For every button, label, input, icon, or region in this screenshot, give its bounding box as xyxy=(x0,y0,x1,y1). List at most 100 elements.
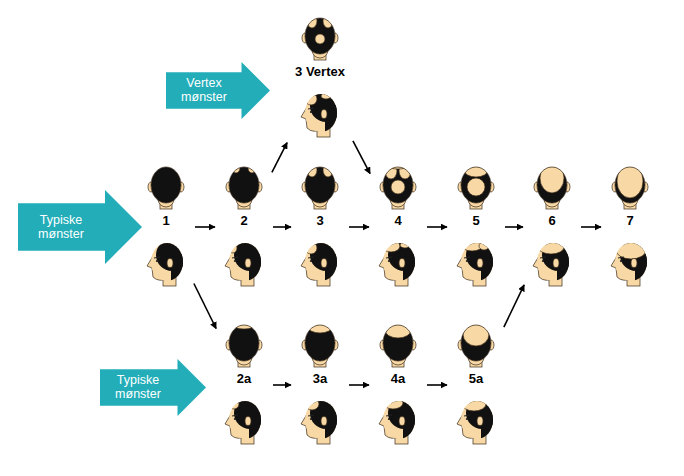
hair xyxy=(151,167,181,203)
side-view-head xyxy=(225,239,266,286)
stage-node: 6 xyxy=(525,163,579,291)
side-view-head xyxy=(379,239,420,286)
head-part xyxy=(234,260,236,262)
head-part xyxy=(229,243,237,253)
head-part xyxy=(321,110,327,119)
stage-node: 2 xyxy=(217,163,271,291)
hair xyxy=(305,14,335,54)
head-part xyxy=(229,325,259,361)
stage-number: 1 xyxy=(139,213,193,229)
hair xyxy=(616,239,652,282)
head-part xyxy=(156,260,158,262)
hair xyxy=(229,321,259,361)
side-view-head xyxy=(457,397,498,444)
head-part xyxy=(400,242,410,248)
top-view-head xyxy=(302,321,338,367)
head-part xyxy=(537,167,567,203)
head-part xyxy=(462,397,486,411)
flow-arrow xyxy=(273,226,291,228)
head-part xyxy=(305,18,335,54)
stage-node: 1 xyxy=(139,163,193,291)
pointer-label: Typiske mønster xyxy=(106,373,170,401)
eyebrow xyxy=(386,257,392,258)
flow-arrow xyxy=(505,226,523,228)
head-part xyxy=(305,398,319,410)
hair-back xyxy=(403,412,417,440)
eyebrow xyxy=(464,415,470,416)
head-part xyxy=(151,167,181,203)
top-view-head xyxy=(612,164,648,209)
head-part xyxy=(466,260,468,262)
flow-arrow xyxy=(195,226,215,228)
top-view-head xyxy=(302,14,338,60)
hair xyxy=(305,397,342,440)
stage-number: 4 xyxy=(371,213,425,229)
hair xyxy=(305,239,342,282)
eyebrow xyxy=(308,108,314,109)
hair-back xyxy=(325,254,339,282)
flow-arrow xyxy=(581,226,601,228)
stage-node: 3 Vertex xyxy=(288,14,352,142)
head-part xyxy=(616,241,646,259)
head-part xyxy=(617,164,643,198)
arrow-fill xyxy=(166,62,270,119)
stage-number: 5a xyxy=(449,371,503,387)
head-part xyxy=(305,325,335,361)
flow-arrow xyxy=(272,143,287,173)
hair-back xyxy=(249,412,263,440)
pointer-label: Typiske mønster xyxy=(24,213,98,241)
pointer-arrow: Vertex mønster xyxy=(166,62,270,119)
hair xyxy=(229,397,266,440)
flow-arrow xyxy=(353,141,370,174)
eyebrow xyxy=(540,257,546,258)
head-part xyxy=(310,260,312,262)
head-part xyxy=(631,259,637,268)
head-part xyxy=(315,34,325,44)
stage-number: 2 xyxy=(217,213,271,229)
head-part xyxy=(305,242,317,254)
head-part xyxy=(461,167,491,203)
head-part xyxy=(383,325,413,361)
hair xyxy=(537,163,567,203)
eyebrow xyxy=(308,415,314,416)
flow-arrow xyxy=(504,285,524,327)
head-part xyxy=(310,418,312,420)
pointer-label: Vertex mønster xyxy=(172,76,236,104)
head-part xyxy=(463,322,489,346)
top-view-head xyxy=(380,163,416,209)
head-part xyxy=(245,417,251,426)
head-part xyxy=(540,163,564,193)
stage-number: 3 xyxy=(293,213,347,229)
side-view-head xyxy=(225,397,266,444)
head-part xyxy=(321,417,327,426)
hair-back xyxy=(481,254,495,282)
head-part xyxy=(234,418,236,420)
head-part xyxy=(245,259,251,268)
hair xyxy=(383,163,413,203)
side-view-head xyxy=(147,239,188,286)
hair-back xyxy=(557,254,571,282)
flow-arrow xyxy=(349,384,369,386)
head-part xyxy=(305,18,335,54)
hair xyxy=(615,164,645,203)
eyebrow xyxy=(464,257,470,258)
hair xyxy=(382,239,420,282)
side-view-head xyxy=(611,239,652,286)
hair-back xyxy=(481,412,495,440)
head-part xyxy=(305,167,335,203)
flow-arrow xyxy=(427,384,447,386)
side-view-head xyxy=(301,397,342,444)
head-part xyxy=(229,167,259,203)
head-part xyxy=(477,417,483,426)
hair xyxy=(538,239,574,282)
top-view-head xyxy=(534,163,570,209)
stage-node: 2a xyxy=(217,321,271,449)
stage-number: 4a xyxy=(371,371,425,387)
stage-node: 5a xyxy=(449,321,503,449)
head-part xyxy=(461,325,491,361)
hair xyxy=(383,322,413,361)
flow-arrow xyxy=(349,226,369,228)
head-part xyxy=(383,397,403,409)
top-view-head xyxy=(380,322,416,367)
